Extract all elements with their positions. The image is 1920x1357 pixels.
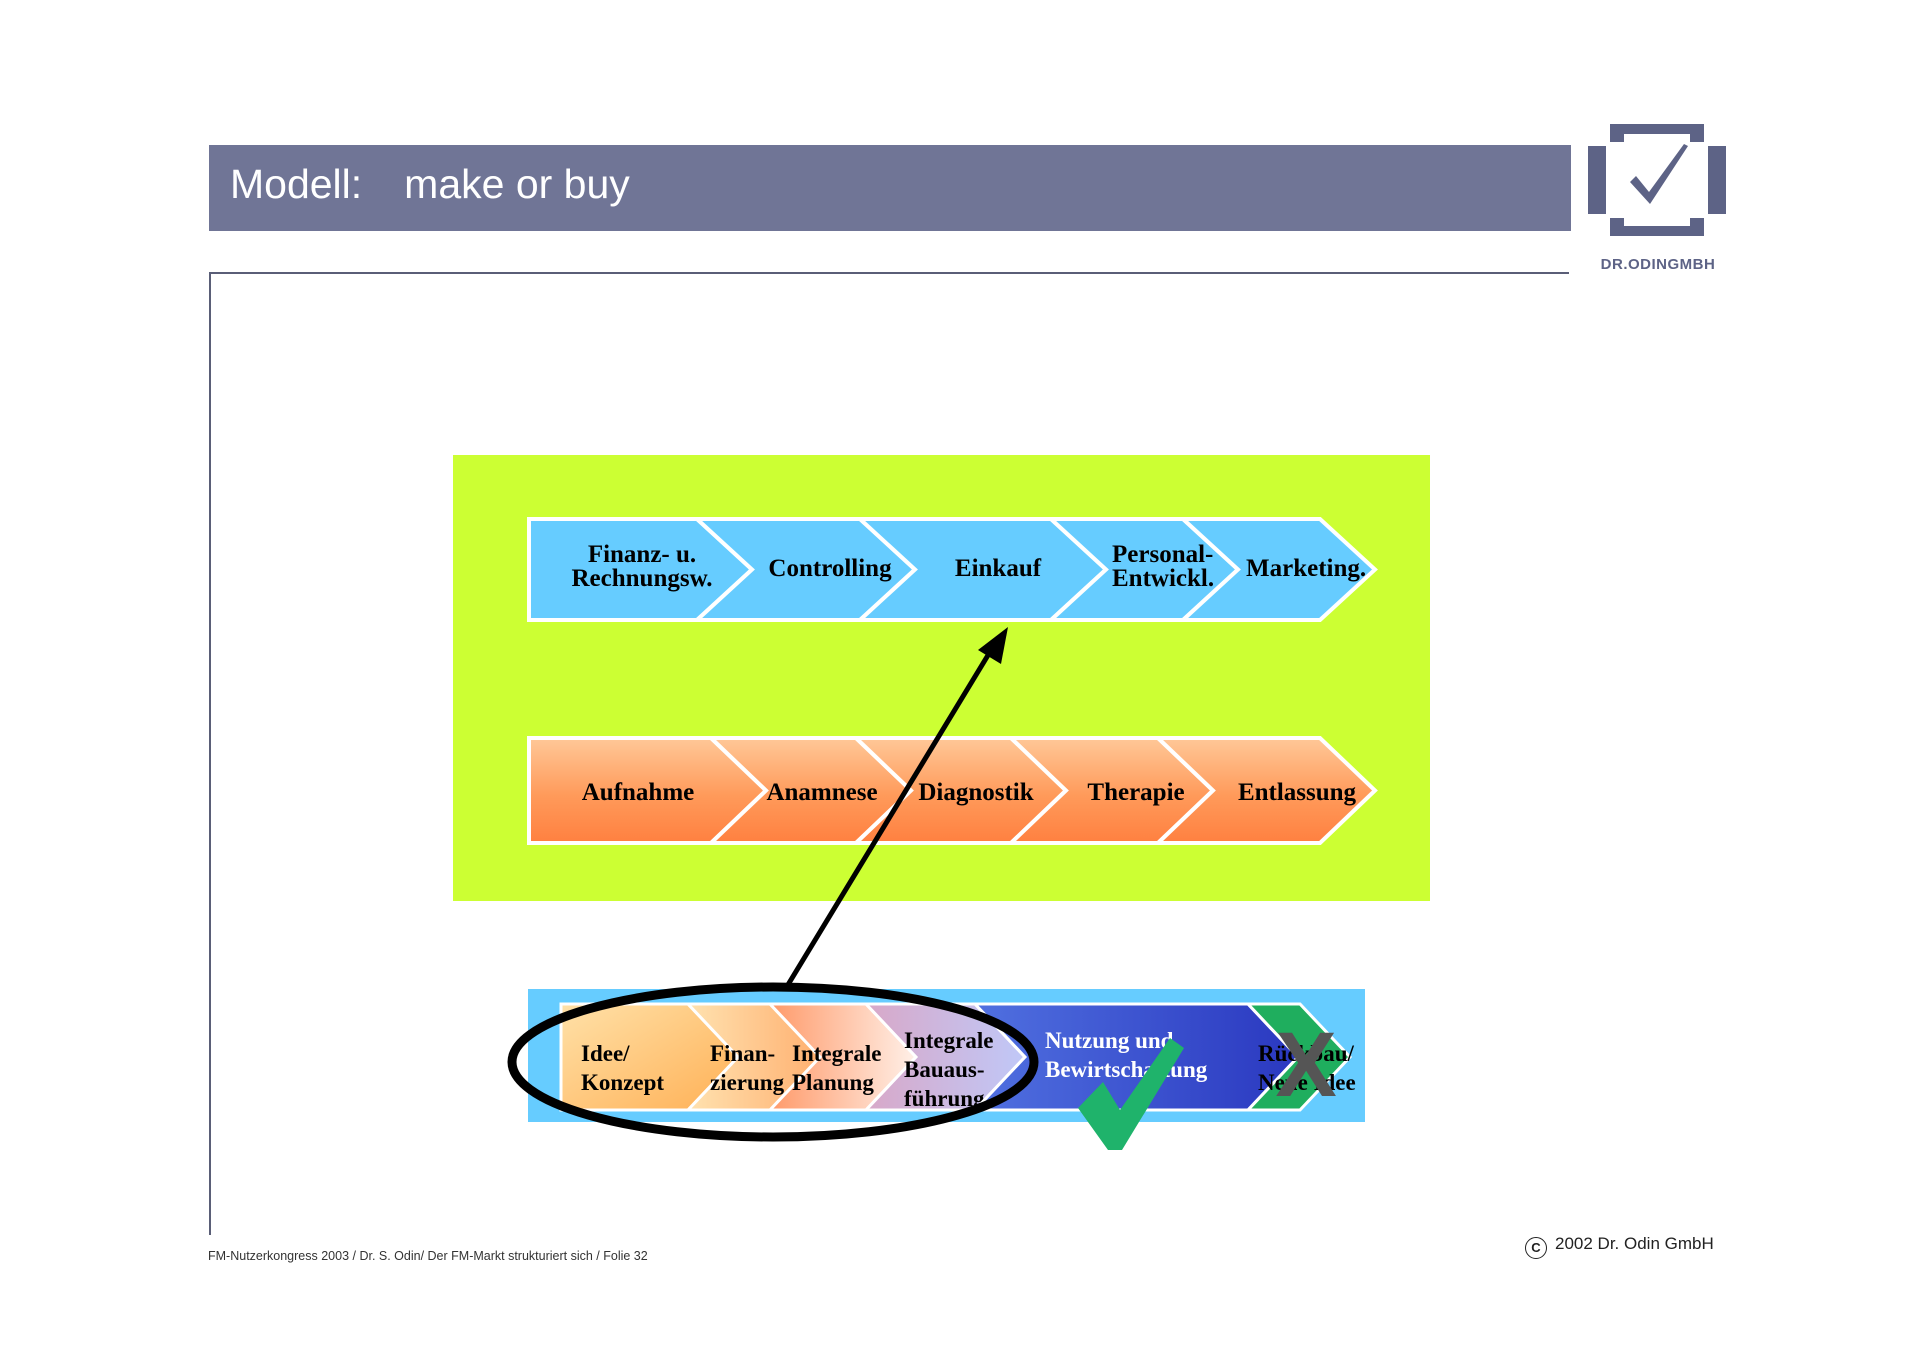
focus-arrow-line [783, 640, 999, 990]
lifecycle-label: zierung [710, 1070, 785, 1095]
footer-citation: FM-Nutzerkongress 2003 / Dr. S. Odin/ De… [208, 1249, 648, 1263]
support-process-label: Einkauf [955, 555, 1042, 582]
lifecycle-label: Integrale [904, 1028, 993, 1053]
support-process-label: Personal- [1112, 541, 1213, 568]
lifecycle-label: Bauaus- [904, 1057, 985, 1082]
cross-icon: X [1275, 1014, 1336, 1116]
logo-check-icon [1588, 124, 1726, 236]
core-process-row: Aufnahme Anamnese Diagnostik Therapie Entlas… [527, 736, 1378, 845]
lifecycle-marks: X [1078, 1014, 1337, 1150]
core-process-label: Anamnese [766, 779, 877, 806]
lifecycle-step [1244, 1002, 1353, 1112]
support-process-step [1177, 517, 1378, 622]
support-process-label: Rechnungsw. [571, 565, 712, 592]
lifecycle-row: Idee/Konzept Finan-zierung IntegralePlanun… [559, 1002, 1356, 1112]
lifecycle-label: Neue Idee [1258, 1070, 1356, 1095]
footer-copyright-text: 2002 Dr. Odin GmbH [1555, 1234, 1714, 1253]
lifecycle-label: Finan- [710, 1041, 775, 1066]
lifecycle-label: Konzept [581, 1070, 664, 1095]
check-icon [1078, 1038, 1184, 1150]
lifecycle-label: Rückbau/ [1258, 1041, 1354, 1066]
check-icon [1630, 144, 1688, 204]
left-rule [209, 272, 211, 1235]
footer-copyright: C 2002 Dr. Odin GmbH [1525, 1234, 1714, 1259]
title-prefix: Modell: [230, 161, 363, 207]
support-process-label: Finanz- u. [588, 541, 696, 568]
core-process-label: Entlassung [1238, 779, 1357, 806]
logo-text: DR.ODINGMBH [1600, 256, 1716, 273]
title-main-text: make or buy [404, 161, 630, 207]
lifecycle-label: Nutzung und [1045, 1028, 1174, 1053]
core-process-label: Therapie [1087, 779, 1184, 806]
support-process-label: Controlling [768, 555, 892, 582]
page-title: Modell: make or buy [230, 158, 630, 210]
core-process-step [1153, 736, 1378, 845]
lifecycle-label: Integrale [792, 1041, 881, 1066]
lifecycle-label: Idee/ [581, 1041, 630, 1066]
copyright-icon: C [1525, 1237, 1547, 1259]
header-rule [211, 272, 1569, 274]
support-process-label: Marketing. [1246, 555, 1366, 582]
focus-arrow-head [978, 627, 1008, 664]
support-process-row: Finanz- u.Rechnungsw. Controlling Einkauf P… [527, 517, 1378, 622]
core-process-label: Aufnahme [582, 779, 695, 806]
core-process-label: Diagnostik [918, 779, 1033, 806]
lifecycle-label: Bewirtschaftung [1045, 1057, 1208, 1082]
title-bar [209, 145, 1571, 231]
support-process-label: Entwickl. [1112, 565, 1214, 592]
focus-ellipse [507, 982, 1039, 1142]
lifecycle-label: Planung [792, 1070, 874, 1095]
